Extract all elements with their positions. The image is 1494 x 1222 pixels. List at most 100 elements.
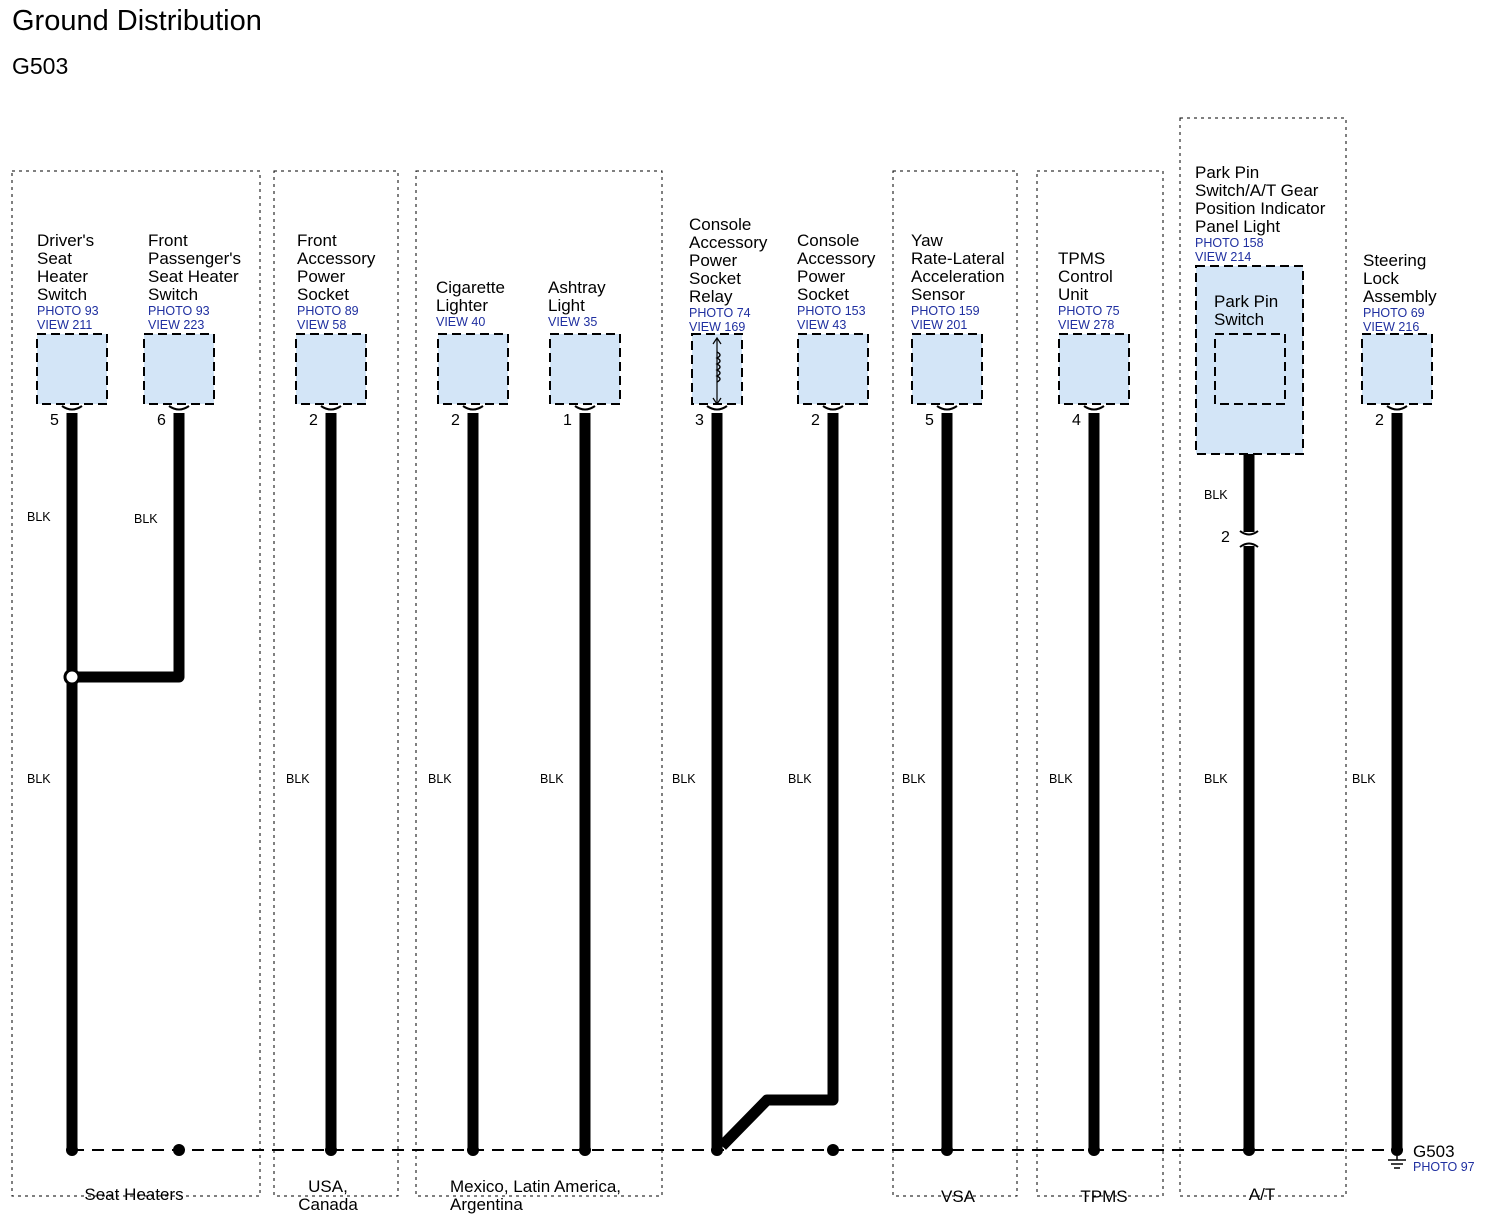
front-passengers-seat-heater-switch-label: Passenger's: [148, 249, 241, 268]
front-accessory-power-socket-connector: [295, 333, 367, 405]
inline-connector-bottom-icon: [1239, 542, 1259, 548]
console-accessory-power-socket-connector: [797, 333, 869, 405]
console-accessory-power-socket-label: Accessory: [797, 249, 876, 268]
cigarette-lighter-label: Cigarette: [436, 278, 505, 297]
front-passengers-seat-heater-switch-wire-color: BLK: [134, 512, 158, 526]
front-passengers-seat-heater-switch-connector: [143, 333, 215, 405]
park-pin-switch-at-gear-position-indicator-panel-light-label: Park Pin: [1195, 163, 1259, 182]
park-pin-switch-at-gear-position-indicator-panel-light-inner-label: Switch: [1214, 310, 1264, 329]
drivers-seat-heater-switch-ref: VIEW 211: [37, 318, 92, 332]
relay-arrow-icon: [712, 336, 722, 406]
tpms-control-unit-pin-number: 4: [1072, 412, 1081, 429]
steering-lock-assembly-pin-bracket: [1386, 405, 1408, 411]
park-pin-switch-at-gear-position-indicator-panel-light-label: Position Indicator: [1195, 199, 1326, 218]
group-label-seat-heaters: Seat Heaters: [84, 1185, 183, 1204]
ground-name: G503: [1413, 1142, 1455, 1161]
console-accessory-power-socket-relay-ref: PHOTO 74: [689, 306, 751, 320]
front-accessory-power-socket-label: Front: [297, 231, 337, 250]
console-accessory-power-socket-label: Power: [797, 267, 846, 286]
yaw-rate-lateral-acceleration-sensor-label: Sensor: [911, 285, 965, 304]
group-label-at: A/T: [1249, 1185, 1275, 1204]
group-label-usa-canada: USA,: [308, 1177, 348, 1196]
group-box-tpms: [1036, 170, 1164, 1197]
tpms-control-unit-label: TPMS: [1058, 249, 1105, 268]
ashtray-light-label: Light: [548, 296, 585, 315]
front-passengers-seat-heater-switch-ref: VIEW 223: [148, 318, 204, 332]
console-accessory-power-socket-label: Console: [797, 231, 859, 250]
front-passengers-seat-heater-switch-label: Switch: [148, 285, 198, 304]
front-passengers-seat-heater-switch-ref: PHOTO 93: [148, 304, 210, 318]
cigarette-lighter-connector: [437, 333, 509, 405]
drivers-seat-heater-switch-wire-color-lower: BLK: [27, 772, 51, 786]
yaw-rate-lateral-acceleration-sensor-pin-bracket: [936, 405, 958, 411]
inline-connector-top-icon: [1239, 530, 1259, 536]
steering-lock-assembly-label: Assembly: [1363, 287, 1437, 306]
group-box-mexico-latin-america-argentina: [415, 170, 663, 1197]
tpms-control-unit-label: Unit: [1058, 285, 1089, 304]
yaw-rate-lateral-acceleration-sensor-ref: VIEW 201: [911, 318, 967, 332]
front-accessory-power-socket-ref: PHOTO 89: [297, 304, 359, 318]
steering-lock-assembly-ref: PHOTO 69: [1363, 306, 1425, 320]
ashtray-light-label: Ashtray: [548, 278, 606, 297]
park-pin-switch-at-gear-position-indicator-panel-light-inner-label: Park Pin: [1214, 292, 1278, 311]
console-accessory-power-socket-label: Socket: [797, 285, 849, 304]
tpms-control-unit-ref: VIEW 278: [1058, 318, 1114, 332]
park-pin-switch-at-gear-position-indicator-panel-light-wire-color: BLK: [1204, 488, 1228, 502]
park-pin-switch-at-gear-position-indicator-panel-light-pin-number: 2: [1221, 529, 1230, 546]
ground-point-subtitle: G503: [12, 53, 68, 79]
ashtray-light-connector: [549, 333, 621, 405]
console-accessory-power-socket-pin-bracket: [822, 405, 844, 411]
group-label-tpms: TPMS: [1080, 1187, 1127, 1206]
ground-photo-ref: PHOTO 97: [1413, 1160, 1475, 1174]
yaw-rate-lateral-acceleration-sensor-label: Acceleration: [911, 267, 1005, 286]
front-accessory-power-socket-pin-number: 2: [309, 412, 318, 429]
group-box-vsa: [892, 170, 1018, 1197]
console-accessory-power-socket-relay-ref: VIEW 169: [689, 320, 745, 334]
yaw-rate-lateral-acceleration-sensor-pin-number: 5: [925, 412, 934, 429]
console-accessory-power-socket-relay-pin-bracket: [706, 405, 728, 411]
drivers-seat-heater-switch-label: Heater: [37, 267, 88, 286]
park-pin-switch-at-gear-position-indicator-panel-light-label: Switch/A/T Gear: [1195, 181, 1319, 200]
tpms-control-unit-pin-bracket: [1083, 405, 1105, 411]
yaw-rate-lateral-acceleration-sensor-label: Yaw: [911, 231, 944, 250]
drivers-seat-heater-switch-pin-bracket: [61, 405, 83, 411]
drivers-seat-heater-switch-label: Seat: [37, 249, 72, 268]
drivers-seat-heater-switch-label: Switch: [37, 285, 87, 304]
front-accessory-power-socket-pin-bracket: [320, 405, 342, 411]
ground-bus: [66, 1144, 1403, 1156]
yaw-rate-lateral-acceleration-sensor-connector: [911, 333, 983, 405]
console-accessory-power-socket-wire: [718, 413, 839, 1150]
console-accessory-power-socket-relay-pin-number: 3: [695, 412, 704, 429]
tpms-control-unit-connector: [1058, 333, 1130, 405]
option-group-boxes: [11, 117, 1347, 1197]
drivers-seat-heater-switch-wire-color: BLK: [27, 510, 51, 524]
front-passengers-seat-heater-switch-bus-junction: [173, 1144, 185, 1156]
group-box-at: [1179, 117, 1347, 1197]
steering-lock-assembly-label: Steering: [1363, 251, 1426, 270]
cigarette-lighter-label: Lighter: [436, 296, 488, 315]
yaw-rate-lateral-acceleration-sensor-label: Rate-Lateral: [911, 249, 1005, 268]
yaw-rate-lateral-acceleration-sensor-wire-color: BLK: [902, 772, 926, 786]
relay-coil-icon: [715, 351, 721, 383]
front-passengers-seat-heater-switch-wire: [72, 413, 185, 683]
console-accessory-power-socket-bus-junction: [827, 1144, 839, 1156]
group-label-mexico-latin-america-argentina: Argentina: [450, 1195, 523, 1214]
park-pin-switch-at-gear-position-indicator-panel-light-ref: VIEW 214: [1195, 250, 1251, 264]
console-accessory-power-socket-ref: PHOTO 153: [797, 304, 866, 318]
front-passengers-seat-heater-switch-pin-number: 6: [157, 412, 166, 429]
tpms-control-unit-label: Control: [1058, 267, 1113, 286]
cigarette-lighter-ref: VIEW 40: [436, 315, 485, 329]
console-accessory-power-socket-ref: VIEW 43: [797, 318, 846, 332]
front-passengers-seat-heater-switch-pin-bracket: [168, 405, 190, 411]
drivers-seat-heater-switch-connector: [36, 333, 108, 405]
tpms-control-unit-ref: PHOTO 75: [1058, 304, 1120, 318]
steering-lock-assembly-connector: [1361, 333, 1433, 405]
cigarette-lighter-pin-bracket: [462, 405, 484, 411]
front-accessory-power-socket-ref: VIEW 58: [297, 318, 346, 332]
ashtray-light-ref: VIEW 35: [548, 315, 597, 329]
